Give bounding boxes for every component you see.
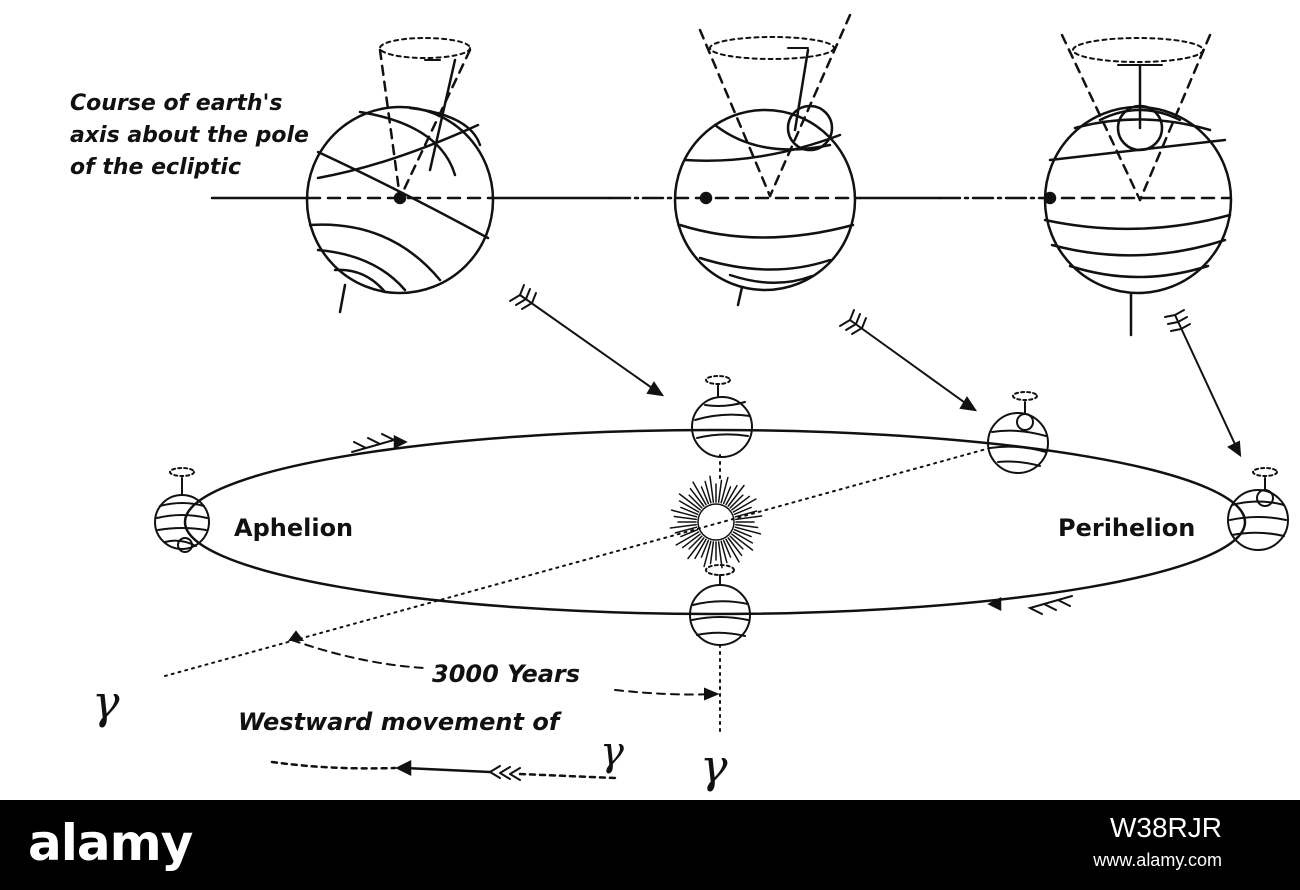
sun-ray <box>704 480 712 504</box>
sun-ray <box>729 494 744 509</box>
sun-ray <box>703 540 712 568</box>
globe-perihelion <box>1227 467 1289 551</box>
sun-ray <box>709 541 715 565</box>
sun-ray <box>734 510 758 518</box>
sun-ray <box>727 484 745 507</box>
alamy-logo: alamy <box>28 814 193 872</box>
sun-ray <box>717 479 723 503</box>
aphelion-label: Aphelion <box>234 514 353 542</box>
sun-ray <box>731 495 751 511</box>
globe-orbit-bottom <box>689 564 751 646</box>
sun-ray <box>675 531 700 546</box>
sun-ray <box>681 533 701 549</box>
sun-ray <box>689 487 705 507</box>
axis-course-line-3: of the ecliptic <box>70 155 241 180</box>
sun-ray <box>688 535 703 550</box>
sun-ray <box>678 493 701 511</box>
site-url: www.alamy.com <box>1093 850 1222 870</box>
sun-ray <box>680 528 699 538</box>
globe-orbit-top <box>691 375 753 458</box>
years-arc <box>288 630 720 701</box>
sun-ray <box>722 539 732 558</box>
sun-ray <box>725 484 738 506</box>
axis-course-line-2: axis about the pole <box>70 123 309 148</box>
sun-ray <box>731 533 754 551</box>
sun-ray <box>680 506 699 516</box>
sun-ray <box>717 541 723 569</box>
sun-ray <box>733 528 752 538</box>
years-label: 3000 Years <box>432 660 580 688</box>
globe-orbit-right <box>987 391 1049 474</box>
gamma-symbol-bottom: γ <box>700 739 728 793</box>
sun-ray <box>692 481 707 506</box>
axis-course-line-1: Course of earth's <box>70 91 282 116</box>
arrow-to-orbit-1 <box>509 284 665 397</box>
globe-top-1 <box>305 37 495 314</box>
sun-ray <box>678 500 700 513</box>
sun-ray <box>720 476 729 504</box>
image-id: W38RJR <box>1109 812 1222 843</box>
sun-ray <box>674 526 698 534</box>
globe-top-3 <box>1043 33 1233 337</box>
orbit-ellipse <box>183 428 1247 616</box>
globe-top-2 <box>673 13 857 307</box>
sun-ray <box>694 538 707 560</box>
gamma-symbol-left: γ <box>92 675 120 729</box>
sun-ray <box>709 475 715 503</box>
westward-arrow <box>270 759 617 781</box>
sun-ray <box>729 535 744 550</box>
sun-ray <box>733 506 752 516</box>
sun-ray <box>725 538 740 563</box>
globe-aphelion <box>154 467 210 553</box>
westward-label: Westward movement of <box>238 708 562 736</box>
sun-ray <box>700 486 710 505</box>
sun-ray <box>688 494 703 509</box>
sun-ray <box>722 486 732 505</box>
arrow-to-orbit-3 <box>1164 309 1242 458</box>
gamma-symbol-westward: γ <box>600 729 624 775</box>
sun-ray <box>669 523 697 529</box>
sun-ray <box>687 537 705 560</box>
sun-ray <box>727 537 743 557</box>
sun-ray <box>732 498 757 513</box>
precession-diagram: Course of earth's axis about the pole of… <box>70 13 1289 793</box>
sun-ray <box>735 515 763 521</box>
sun-ray <box>735 523 759 529</box>
sun-ray <box>670 509 698 518</box>
perihelion-label: Perihelion <box>1058 514 1195 542</box>
sun-ray <box>734 526 762 535</box>
watermark-bar: alamy W38RJR www.alamy.com <box>0 800 1300 890</box>
arrow-to-orbit-2 <box>839 309 978 412</box>
equinox-lines <box>164 447 991 736</box>
sun-ray <box>732 531 754 544</box>
sun-ray <box>673 515 697 521</box>
sun-ray <box>700 539 710 558</box>
sun-ray <box>720 540 728 564</box>
sun <box>669 475 763 569</box>
